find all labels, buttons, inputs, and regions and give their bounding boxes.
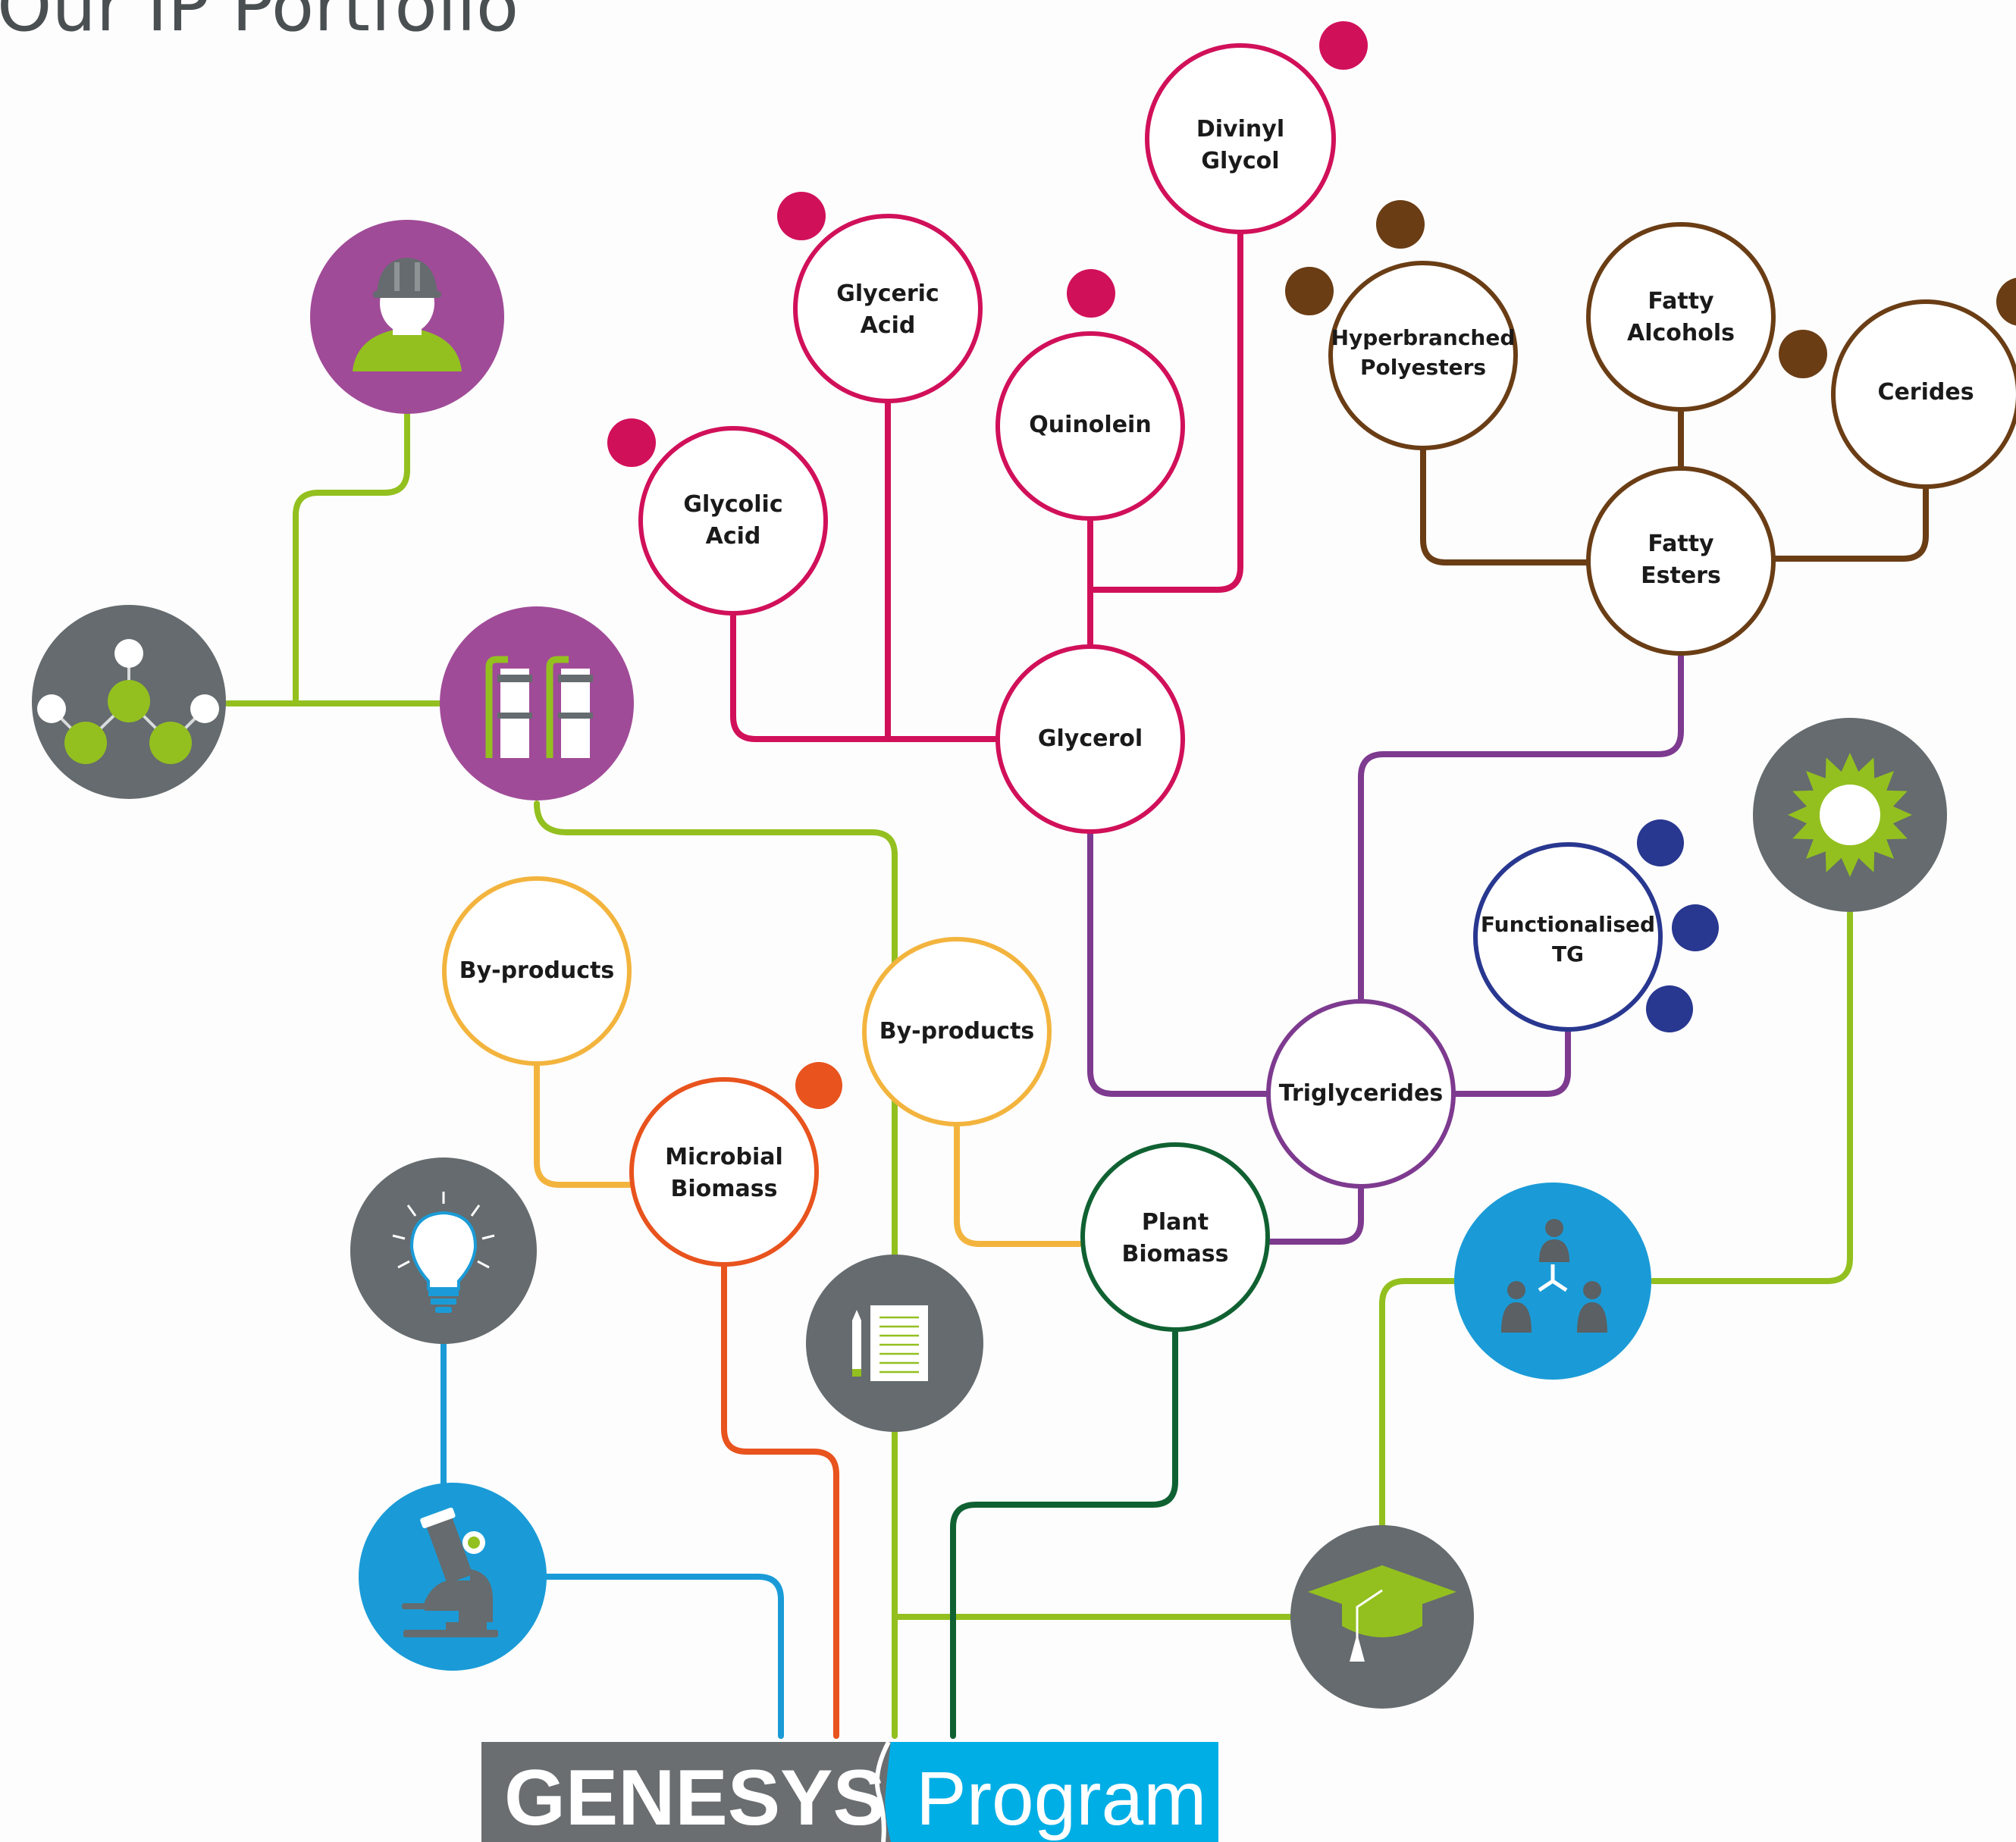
dot — [1376, 200, 1425, 249]
lightbulb-icon — [350, 1158, 537, 1344]
node-by-products-center: By-products — [862, 937, 1052, 1126]
blue-connectors — [441, 1341, 784, 1739]
node-label: Glycol — [1201, 148, 1279, 174]
network-people-icon — [1454, 1183, 1651, 1380]
node-label: Glyceric — [836, 280, 939, 307]
connector-glycolic — [730, 611, 1002, 742]
node-label: Glycerol — [1038, 725, 1143, 752]
lime-connectors — [224, 411, 1853, 1739]
connector-hyperbranched — [1420, 444, 1591, 565]
node-glyceric-acid: Glyceric Acid — [793, 214, 983, 403]
node-plant-biomass: Plant Biomass — [1080, 1142, 1270, 1332]
connector-tg-functionalised — [1450, 1026, 1571, 1097]
node-label: Biomass — [671, 1176, 778, 1202]
dot — [1779, 330, 1827, 378]
node-label: Hyperbranched — [1331, 325, 1516, 350]
node-glycolic-acid: Glycolic Acid — [638, 426, 828, 616]
brown-connectors — [1420, 408, 1929, 565]
node-fatty-esters: Fatty Esters — [1586, 466, 1776, 656]
node-glycerol: Glycerol — [995, 644, 1185, 834]
node-by-products-left: By-products — [442, 876, 632, 1066]
purple-connectors — [1087, 650, 1684, 1245]
node-label: Quinolein — [1029, 412, 1151, 438]
accent-dots — [607, 21, 2016, 1109]
node-label: By-products — [879, 1018, 1035, 1045]
connector-cerides — [1771, 484, 1929, 562]
microscope-icon — [359, 1483, 547, 1671]
node-label: Acid — [861, 312, 916, 339]
connector-microscope-banner — [539, 1574, 784, 1739]
connector-byproducts-microbial — [534, 1062, 635, 1188]
dot — [1637, 819, 1684, 866]
node-triglycerides: Triglycerides — [1266, 999, 1456, 1189]
connector-glycerol-tg — [1087, 829, 1272, 1097]
connector-divinyl — [1087, 229, 1243, 593]
dot — [1319, 21, 1368, 70]
dot — [1285, 267, 1334, 315]
banner-genesys-text: GENESYS — [504, 1754, 886, 1842]
banner-left-panel — [481, 1742, 891, 1842]
connector-plant-banner — [950, 1327, 1178, 1739]
dot — [1996, 277, 2016, 326]
dot — [607, 418, 656, 467]
node-label: By-products — [459, 957, 615, 984]
node-fatty-alcohols: Fatty Alcohols — [1586, 222, 1776, 412]
node-label: Fatty — [1648, 531, 1714, 557]
node-microbial-biomass: Microbial Biomass — [629, 1077, 819, 1267]
dot — [1646, 985, 1693, 1032]
sun-gear-icon — [1753, 718, 1947, 912]
connectors — [224, 229, 1929, 1739]
node-label: Cerides — [1877, 379, 1974, 406]
connector-microbial-banner — [721, 1261, 839, 1739]
genesys-program-banner: GENESYS Program — [481, 1740, 1218, 1842]
node-label: Divinyl — [1196, 116, 1284, 143]
dot — [777, 192, 826, 240]
node-cerides: Cerides — [1831, 299, 2016, 489]
node-label: Fatty — [1648, 288, 1714, 315]
node-label: Plant — [1142, 1209, 1209, 1236]
node-label: Polyesters — [1360, 355, 1486, 380]
dot — [795, 1062, 842, 1109]
node-label: Acid — [706, 523, 761, 550]
connector-reactor-banner — [534, 800, 898, 1739]
node-functionalised-tg: Functionalised TG — [1473, 842, 1663, 1032]
dot — [1672, 904, 1719, 951]
node-label: TG — [1552, 941, 1584, 966]
crimson-connectors — [730, 229, 1243, 742]
banner-divider — [874, 1740, 891, 1842]
node-label: Microbial — [665, 1144, 783, 1170]
node-label: Functionalised — [1481, 912, 1655, 937]
connector-tg-plant — [1268, 1184, 1364, 1245]
node-quinolein: Quinolein — [995, 331, 1185, 521]
page-title: Our IP Portfolio — [0, 0, 519, 47]
banner-program-text: Program — [916, 1756, 1206, 1841]
molecule-icon — [32, 605, 226, 799]
connector-worker — [293, 411, 410, 704]
connector-cap-network — [1379, 1278, 1459, 1530]
node-label: Esters — [1641, 562, 1721, 589]
worker-icon — [310, 220, 504, 414]
yellow-connectors — [534, 1062, 1083, 1247]
node-label: Glycolic — [683, 491, 782, 518]
node-label: Biomass — [1122, 1241, 1229, 1267]
banner-right-panel — [885, 1742, 1218, 1842]
nodes: Divinyl Glycol Glyceric Acid Quinolein G… — [442, 43, 2016, 1332]
connector-esters-tg — [1358, 650, 1684, 1005]
document-icon — [806, 1255, 983, 1432]
node-label: Triglycerides — [1279, 1080, 1443, 1107]
connector-byproducts-plant — [954, 1121, 1083, 1247]
dot — [1067, 269, 1115, 318]
graduation-cap-icon — [1290, 1525, 1474, 1709]
bioreactor-icon — [440, 606, 634, 800]
connector-network-sun — [1650, 910, 1853, 1284]
node-label: Alcohols — [1627, 320, 1735, 346]
node-hyperbranched-polyesters: Hyperbranched Polyesters — [1328, 261, 1518, 450]
node-divinyl-glycol: Divinyl Glycol — [1145, 43, 1336, 234]
